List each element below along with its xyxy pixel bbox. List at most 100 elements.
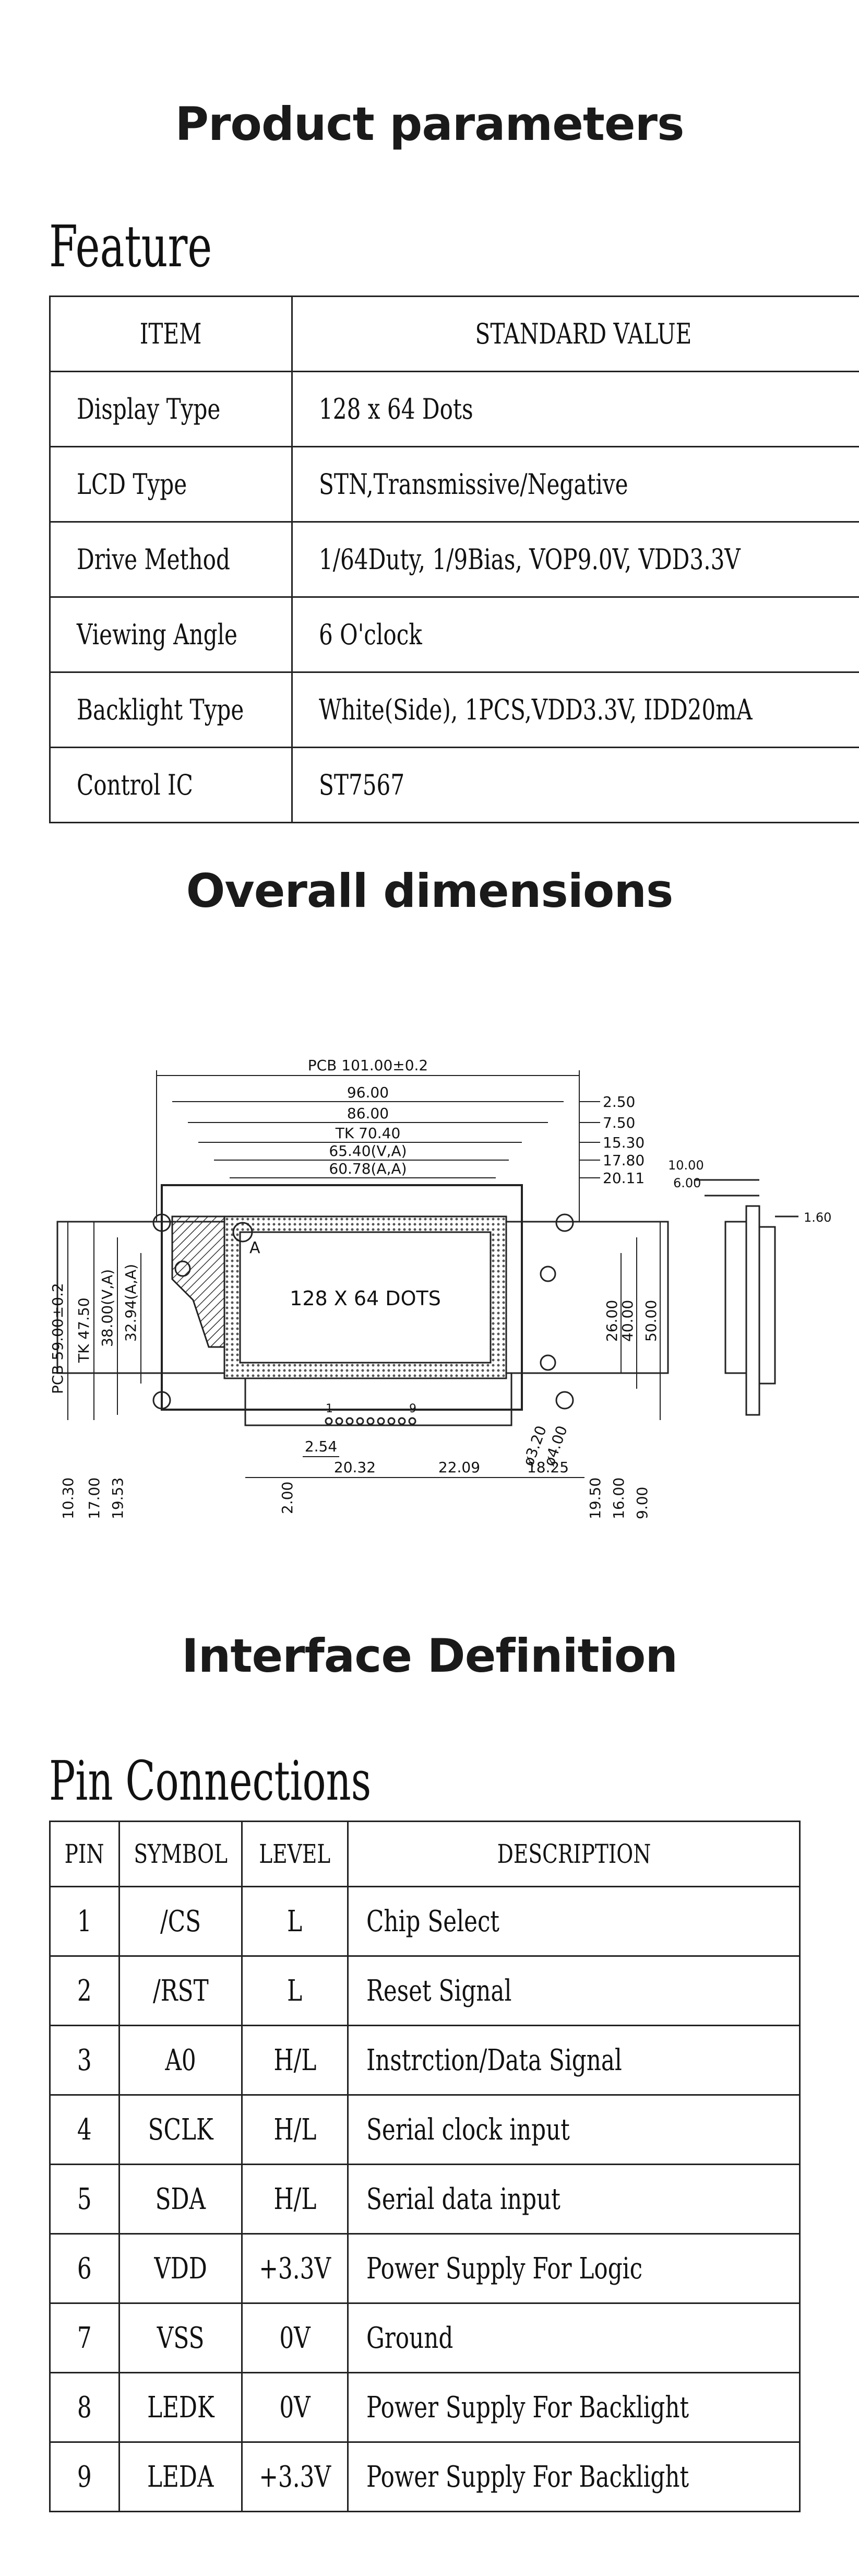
dim-label: 9.00 <box>634 1487 651 1519</box>
symbol-cell: LEDA <box>118 2441 243 2512</box>
dim-label: 2.50 <box>603 1093 635 1110</box>
pin-row <box>325 1417 416 1425</box>
dim-label: 19.53 <box>109 1478 126 1519</box>
level-cell: 0V <box>241 2372 349 2443</box>
dim-label: 18.25 <box>527 1459 569 1476</box>
level-cell: H/L <box>241 2164 349 2235</box>
dim-label: 86.00 <box>347 1105 389 1122</box>
feature-table: ITEM STANDARD VALUE Display Type 128 x 6… <box>49 296 859 823</box>
product-parameters-title: Product parameters <box>175 97 685 151</box>
pin-cell: 5 <box>49 2164 120 2235</box>
pin-cell: 3 <box>49 2025 120 2096</box>
tk-frame <box>161 1184 523 1411</box>
symbol-cell: VDD <box>118 2233 243 2304</box>
column-header: ITEM <box>49 296 293 372</box>
mount-hole <box>152 1213 171 1232</box>
description-cell: Instrction/Data Signal <box>347 2025 801 2096</box>
feature-heading: Feature <box>49 213 212 280</box>
mount-hole <box>540 1354 556 1371</box>
table-row: LCD Type STN,Transmissive/Negative <box>49 446 859 523</box>
item-cell: Viewing Angle <box>49 596 293 673</box>
table-header-row: ITEM STANDARD VALUE <box>49 296 859 372</box>
mount-hole <box>540 1266 556 1282</box>
pin-cell: 6 <box>49 2233 120 2304</box>
pin-number-label: 9 <box>409 1402 416 1415</box>
dim-label: 20.11 <box>603 1169 645 1187</box>
table-row: 7 VSS 0V Ground <box>49 2302 801 2373</box>
value-cell: 128 x 64 Dots <box>291 371 859 447</box>
symbol-cell: A0 <box>118 2025 243 2096</box>
screen-text: 128 X 64 DOTS <box>290 1287 441 1310</box>
pin-cell: 9 <box>49 2441 120 2512</box>
table-row: 9 LEDA +3.3V Power Supply For Backlight <box>49 2441 801 2512</box>
column-header: LEVEL <box>241 1821 349 1887</box>
dim-label: 2.54 <box>305 1438 337 1455</box>
pin-cell: 4 <box>49 2094 120 2165</box>
description-cell: Reset Signal <box>347 1955 801 2026</box>
column-header: PIN <box>49 1821 120 1887</box>
dim-label: 2.00 <box>279 1482 296 1514</box>
mount-hole <box>152 1391 171 1410</box>
interface-definition-title: Interface Definition <box>181 1629 678 1683</box>
pin-connections-heading: Pin Connections <box>49 1749 372 1813</box>
dim-label: 22.09 <box>438 1459 480 1476</box>
dim-label: PCB 101.00±0.2 <box>308 1057 428 1074</box>
dim-label: 60.78(A,A) <box>329 1160 407 1177</box>
dim-label: TK 70.40 <box>335 1125 401 1142</box>
table-row: Drive Method 1/64Duty, 1/9Bias, VOP9.0V,… <box>49 521 859 598</box>
level-cell: L <box>241 1886 349 1957</box>
description-cell: Serial clock input <box>347 2094 801 2165</box>
bezel-hatch <box>171 1215 225 1348</box>
dim-label: 16.00 <box>610 1478 627 1519</box>
description-cell: Chip Select <box>347 1886 801 1957</box>
table-row: Control IC ST7567 <box>49 747 859 823</box>
item-cell: Display Type <box>49 371 293 447</box>
dim-label: 40.00 <box>619 1300 636 1342</box>
dim-label: 38.00(V,A) <box>99 1269 116 1347</box>
dim-label: TK 47.50 <box>75 1297 92 1363</box>
corner-marker-label: A <box>249 1239 260 1257</box>
dim-label: 32.94(A,A) <box>122 1264 139 1342</box>
value-cell: 6 O'clock <box>291 596 859 673</box>
table-row: Backlight Type White(Side), 1PCS,VDD3.3V… <box>49 671 859 748</box>
column-header: SYMBOL <box>118 1821 243 1887</box>
pin-table: PIN SYMBOL LEVEL DESCRIPTION 1 /CS L Chi… <box>49 1821 801 2512</box>
corner-marker <box>232 1222 253 1243</box>
table-row: 1 /CS L Chip Select <box>49 1886 801 1957</box>
table-row: Viewing Angle 6 O'clock <box>49 596 859 673</box>
description-cell: Serial data input <box>347 2164 801 2235</box>
pin-cell: 7 <box>49 2302 120 2373</box>
value-cell: ST7567 <box>291 747 859 823</box>
description-cell: Power Supply For Backlight <box>347 2441 801 2512</box>
item-cell: Control IC <box>49 747 293 823</box>
description-cell: Power Supply For Backlight <box>347 2372 801 2443</box>
connector-tab <box>244 1372 512 1426</box>
mount-hole <box>174 1260 191 1277</box>
table-row: 5 SDA H/L Serial data input <box>49 2164 801 2235</box>
dim-label: 20.32 <box>334 1459 376 1476</box>
mount-hole <box>555 1391 574 1410</box>
symbol-cell: /RST <box>118 1955 243 2026</box>
dim-label: 15.30 <box>603 1134 645 1151</box>
item-cell: Backlight Type <box>49 671 293 748</box>
symbol-cell: SDA <box>118 2164 243 2235</box>
dim-label: 19.50 <box>587 1478 604 1519</box>
dim-label: 65.40(V,A) <box>329 1142 407 1160</box>
level-cell: +3.3V <box>241 2441 349 2512</box>
dim-label: 7.50 <box>603 1114 635 1131</box>
level-cell: H/L <box>241 2094 349 2165</box>
dim-label: 96.00 <box>347 1084 389 1101</box>
table-row: 4 SCLK H/L Serial clock input <box>49 2094 801 2165</box>
table-row: 3 A0 H/L Instrction/Data Signal <box>49 2025 801 2096</box>
dim-label: 50.00 <box>642 1300 660 1342</box>
active-area <box>239 1231 492 1364</box>
dim-label: 26.00 <box>603 1300 621 1342</box>
description-cell: Ground <box>347 2302 801 2373</box>
value-cell: STN,Transmissive/Negative <box>291 446 859 523</box>
level-cell: H/L <box>241 2025 349 2096</box>
dim-label: 10.00 <box>668 1158 704 1173</box>
table-row: Display Type 128 x 64 Dots <box>49 371 859 447</box>
symbol-cell: VSS <box>118 2302 243 2373</box>
pin-cell: 8 <box>49 2372 120 2443</box>
dim-label: 10.30 <box>59 1478 77 1519</box>
